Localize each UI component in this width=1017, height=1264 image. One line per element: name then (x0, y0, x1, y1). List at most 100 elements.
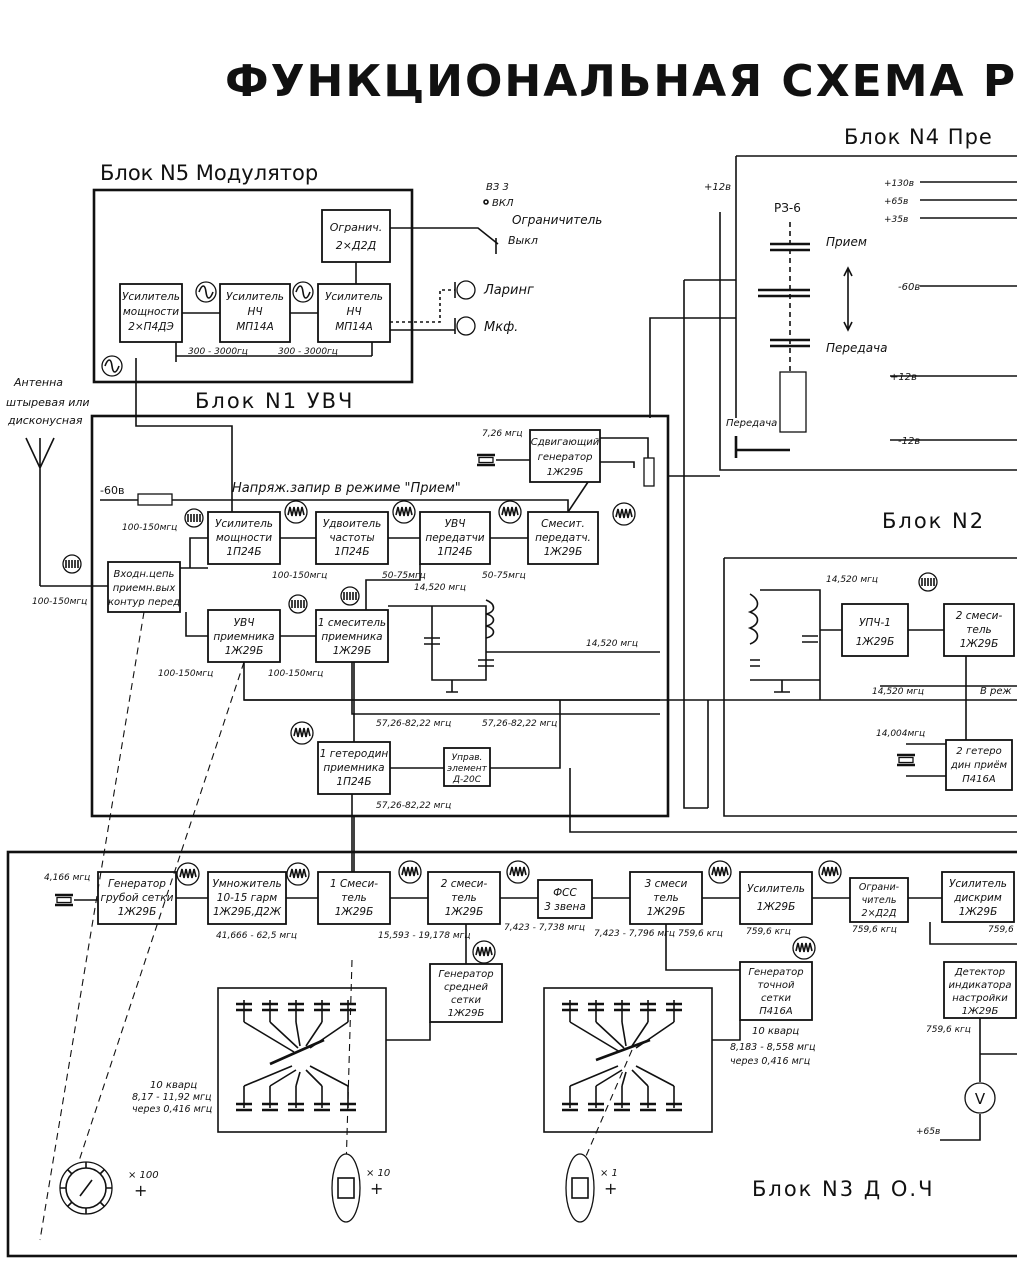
pa-l3: 1П24Б (226, 546, 261, 558)
linkage-line (75, 661, 245, 1171)
ctl-l3: Д-20С (452, 775, 482, 785)
mix1-box: 1 Смеси- тель 1Ж29Б (317, 871, 391, 925)
vz3-label: ВЗ 3 (486, 182, 509, 193)
x2-l3: 1Ж29Б (445, 906, 484, 918)
p12-label: +12в (890, 372, 917, 383)
shift-gen-box: Сдвигающий генератор 1Ж29Б (529, 429, 601, 483)
f-tx: 50-75мгц (482, 571, 526, 581)
in-l1: Входн.цепь (114, 569, 175, 580)
f-doubler: 100-150мгц (272, 571, 327, 581)
sawtooth-icon (392, 500, 416, 524)
lo2-l1: 2 гетеро (956, 746, 1001, 757)
sawtooth-icon (398, 860, 422, 884)
coarse-gen-box: Генератор грубой сетки 1Ж29Б (97, 871, 177, 925)
shift-l1: Сдвигающий (531, 437, 600, 448)
power-amp-mod-box: Усилитель мощности 2×П4ДЭ (119, 283, 183, 343)
bias-label: -60в (100, 484, 124, 497)
antenna-l1: Антенна (13, 376, 63, 389)
tx-button-label: Передача (726, 418, 777, 429)
xtal-freq: 4,166 мгц (44, 873, 90, 883)
fss-l2: 3 звена (544, 901, 586, 913)
mg-l1: Генератор (438, 969, 493, 980)
laryng-label: Ларинг (483, 283, 534, 298)
linkage-line (39, 611, 145, 1241)
ctrl-elem-box: Управ. элемент Д-20С (443, 747, 491, 787)
mu-l3: 1Ж29Б,Д2Ж (213, 906, 282, 918)
pulse-icon (184, 508, 204, 528)
lf2-l1: Усилитель (325, 291, 383, 303)
crystal-bank-2 (543, 987, 713, 1133)
sawtooth-icon (284, 500, 308, 524)
x1-l1: 1 Смеси- (330, 878, 378, 890)
uhf-rx-box: УВЧ приемника 1Ж29Б (207, 609, 281, 663)
utx-l1: УВЧ (445, 518, 466, 530)
tx-label: Передача (826, 341, 888, 355)
x1-l3: 1Ж29Б (335, 906, 374, 918)
lf1-l3: МП14А (236, 321, 274, 333)
li-l1: Ограни- (859, 882, 900, 893)
f-if: 14,520 мгц (414, 583, 466, 593)
mg-l2: средней (444, 982, 489, 993)
f-rx1: 100-150мгц (158, 669, 213, 679)
lo-l1: 1 гетеродин (320, 748, 389, 760)
pa-l1: Усилитель (215, 518, 273, 530)
block-n3-label: Блок N3 Д О.Ч (752, 1177, 934, 1201)
laryngophone-icon (454, 280, 476, 300)
sawtooth-icon (612, 502, 636, 526)
coarse-knob-icon[interactable] (59, 1161, 113, 1215)
q1-l3: через 0,416 мгц (132, 1104, 212, 1115)
lo2-box: 2 гетеро дин приём П416А (945, 739, 1013, 791)
sawtooth-icon (506, 860, 530, 884)
crystal-icon (895, 753, 917, 767)
diagram-title: ФУНКЦИОНАЛЬНАЯ СХЕМА РАДИОСТ (225, 56, 1017, 107)
q2-l3: через 0,416 мгц (730, 1056, 810, 1067)
mu-l1: Умножитель (212, 878, 281, 890)
pam-l3: 2×П4ДЭ (128, 321, 174, 333)
detector-box: Детектор индикатора настройки 1Ж29Б (943, 961, 1017, 1019)
sine-icon (292, 281, 314, 303)
sawtooth-icon (818, 860, 842, 884)
lf1-l2: НЧ (247, 306, 262, 318)
mrx-l3: 1Ж29Б (333, 645, 372, 657)
q2-l1: 10 кварц (752, 1026, 799, 1037)
doubler-box: Удвоитель частоты 1П24Б (315, 511, 389, 565)
shift-l3: 1Ж29Б (547, 467, 584, 478)
b2-f2: 14,520 мгц (872, 687, 924, 697)
f-mix2: 7,423 - 7,738 мгц (504, 923, 585, 933)
f-pa: 100-150мгц (122, 523, 177, 533)
pam-l1: Усилитель (122, 291, 180, 303)
cg-l2: грубой сетки (101, 892, 174, 904)
x2-l2: тель (451, 892, 476, 904)
fss-box: ФСС 3 звена (537, 879, 593, 919)
mixer-rx-box: 1 смеситель приемника 1Ж29Б (315, 609, 389, 663)
q2-l2: 8,183 - 8,558 мгц (730, 1042, 816, 1053)
m2-l1: 2 смеси- (956, 610, 1003, 622)
de-l2: индикатора (948, 980, 1011, 991)
fine-knob-icon[interactable] (565, 1153, 595, 1223)
f-rx2: 100-150мгц (268, 669, 323, 679)
x2-l1: 2 смеси- (441, 878, 488, 890)
in-l3: контур перед (108, 597, 180, 608)
limiter-l1: Огранич. (330, 221, 383, 234)
crystal-bank-1 (217, 987, 387, 1133)
lo-l2: приемника (323, 762, 384, 774)
k10: × 10 (366, 1168, 390, 1179)
mu-l2: 10-15 гарм (217, 892, 277, 904)
block-n3-frame (6, 850, 1017, 1258)
uhf-tx-box: УВЧ передатчи 1П24Б (419, 511, 491, 565)
pa-l2: мощности (216, 532, 272, 544)
b2-f3: 14,004мгц (876, 729, 925, 739)
lf-amp2-box: Усилитель НЧ МП14А (317, 283, 391, 343)
resistor (137, 493, 173, 506)
f-amp: 759,6 кгц (746, 927, 791, 937)
block-n5-label: Блок N5 Модулятор (100, 161, 318, 185)
mtx-l1: Смесит. (541, 518, 585, 530)
lf1-l1: Усилитель (226, 291, 284, 303)
k100: × 100 (128, 1170, 159, 1181)
pam-l2: мощности (123, 306, 179, 318)
mid-knob-icon[interactable] (331, 1153, 361, 1223)
x3-l1: 3 смеси (645, 878, 688, 890)
antenna-freq: 100-150мгц (32, 597, 87, 607)
fg-l2: точной (757, 980, 795, 991)
power-amp-box: Усилитель мощности 1П24Б (207, 511, 281, 565)
